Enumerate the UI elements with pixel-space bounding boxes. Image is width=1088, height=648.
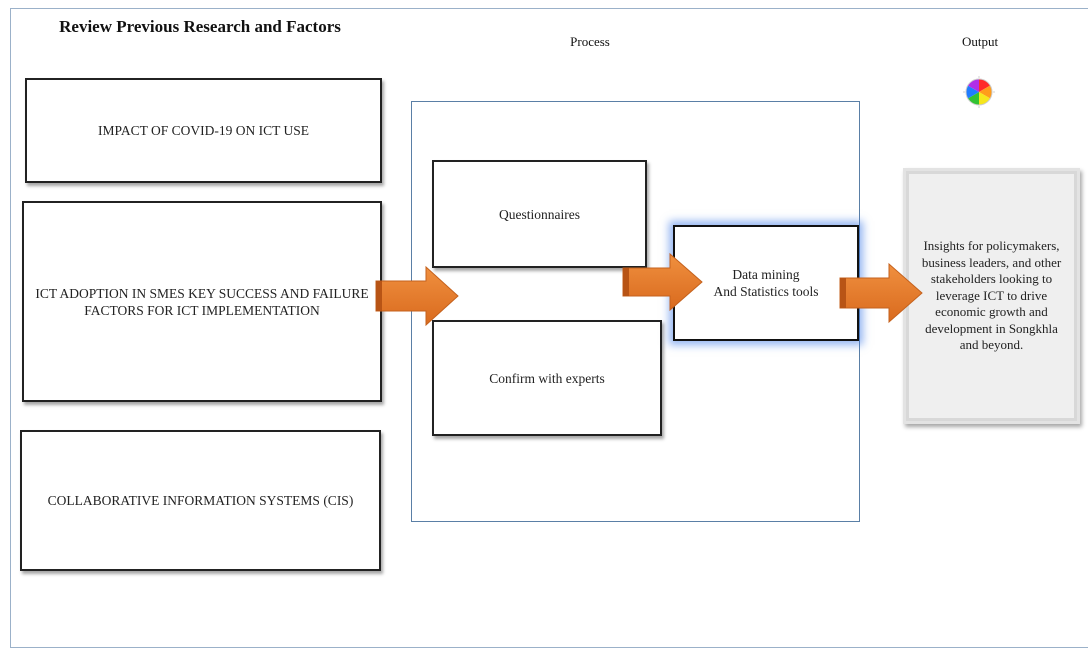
process-label-data-mining-2: And Statistics tools	[713, 284, 819, 299]
arrow-right-icon	[622, 252, 703, 312]
color-wheel-icon	[963, 76, 995, 108]
heading-review: Review Previous Research and Factors	[59, 17, 341, 36]
process-label-confirm: Confirm with experts	[489, 370, 605, 386]
input-box-impact: IMPACT OF COVID-19 ON ICT USE	[25, 78, 382, 183]
input-box-adoption: ICT ADOPTION IN SMES KEY SUCCESS AND FAI…	[22, 201, 382, 402]
heading-output: Output	[961, 34, 999, 49]
process-box-questionnaires: Questionnaires	[432, 160, 647, 268]
input-label-adoption: ICT ADOPTION IN SMES KEY SUCCESS AND FAI…	[35, 285, 369, 318]
input-box-cis: COLLABORATIVE INFORMATION SYSTEMS (CIS)	[20, 430, 381, 571]
output-box-insights: Insights for policymakers, business lead…	[903, 168, 1080, 424]
process-label-data-mining-1: Data mining	[732, 267, 800, 282]
process-label-questionnaires: Questionnaires	[499, 206, 580, 222]
arrow-right-icon	[375, 265, 459, 327]
output-label-insights: Insights for policymakers, business lead…	[921, 238, 1062, 353]
arrow-right-icon	[839, 262, 923, 324]
process-box-data-mining: Data mining And Statistics tools	[673, 225, 859, 341]
input-label-impact: IMPACT OF COVID-19 ON ICT USE	[98, 123, 309, 138]
input-label-cis: COLLABORATIVE INFORMATION SYSTEMS (CIS)	[47, 493, 354, 508]
process-box-confirm: Confirm with experts	[432, 320, 662, 436]
heading-process: Process	[570, 34, 610, 49]
